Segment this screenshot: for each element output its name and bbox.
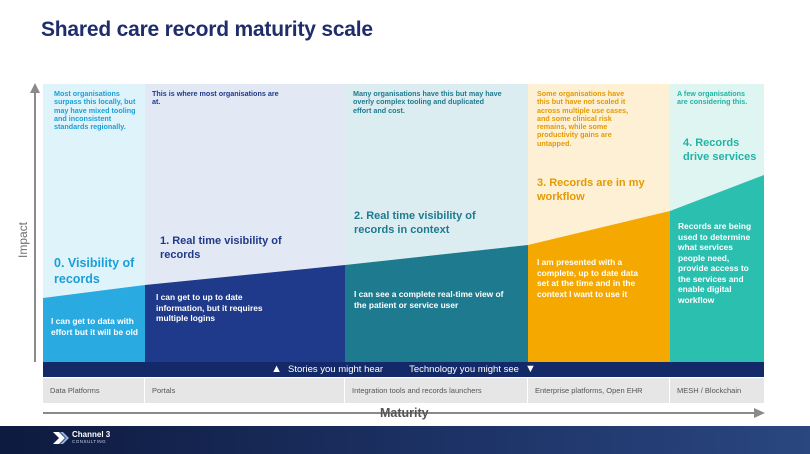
- stage-3-fill: [528, 211, 670, 362]
- stage-3-label: 3. Records are in my workflow: [537, 177, 645, 204]
- platforms-row: Data Platforms Portals Integration tools…: [43, 378, 764, 403]
- platform-cell: Enterprise platforms, Open EHR: [528, 378, 670, 403]
- stage-3-note: Some organisations have this but have no…: [537, 89, 629, 148]
- stage-4-fill: [670, 175, 764, 362]
- page-title: Shared care record maturity scale: [41, 18, 373, 41]
- footer-bar: [0, 426, 810, 454]
- platform-cell: Portals: [145, 378, 345, 403]
- stage-0-description: I can get to data with effort but it wil…: [51, 316, 138, 337]
- stage-0-fill: [43, 285, 145, 362]
- stage-2-note: Many organisations have this but may hav…: [353, 89, 502, 115]
- impact-axis-label: Impact: [16, 221, 30, 258]
- stage-1-note: This is where most organisations are at.: [152, 89, 279, 107]
- stage-4-description: Records are being used to determine what…: [678, 221, 752, 305]
- company-logo: Channel 3 CONSULTING: [53, 431, 110, 444]
- platform-cell: Integration tools and records launchers: [345, 378, 528, 403]
- stage-1-description: I can get to up to date information, but…: [156, 292, 263, 323]
- arrow-down-icon: ▼: [524, 363, 536, 375]
- stage-1-fill: [145, 265, 345, 362]
- platform-cell: MESH / Blockchain: [677, 386, 742, 395]
- stage-4-label: 4. Records drive services: [683, 137, 757, 164]
- stage-1-label: 1. Real time visibility of records: [160, 235, 282, 262]
- maturity-axis-label: Maturity: [380, 406, 429, 420]
- stage-4-note: A few organisations are considering this…: [677, 89, 748, 107]
- channel-3-logo-icon: [53, 431, 69, 444]
- stage-0-label: 0. Visibility of records: [54, 256, 135, 287]
- technology-label: Technology you might see: [409, 364, 519, 375]
- platform-cell: Data Platforms: [43, 378, 145, 403]
- stage-3-description: I am presented with a complete, up to da…: [537, 257, 638, 299]
- maturity-axis-arrowhead: [754, 408, 765, 418]
- arrow-up-icon: ▲: [271, 363, 283, 375]
- stories-label: Stories you might hear: [288, 364, 384, 375]
- stage-2-fill: [345, 245, 528, 362]
- stories-technology-banner: ▲ Stories you might hear Technology you …: [43, 362, 764, 377]
- stage-2-label: 2. Real time visibility of records in co…: [354, 210, 476, 237]
- stage-0-note: Most organisations surpass this locally,…: [54, 89, 136, 132]
- stage-2-description: I can see a complete real-time view of t…: [354, 289, 504, 310]
- logo-name: Channel 3: [72, 430, 111, 439]
- impact-axis-arrowhead: [30, 83, 40, 93]
- logo-subtitle: CONSULTING: [72, 439, 107, 444]
